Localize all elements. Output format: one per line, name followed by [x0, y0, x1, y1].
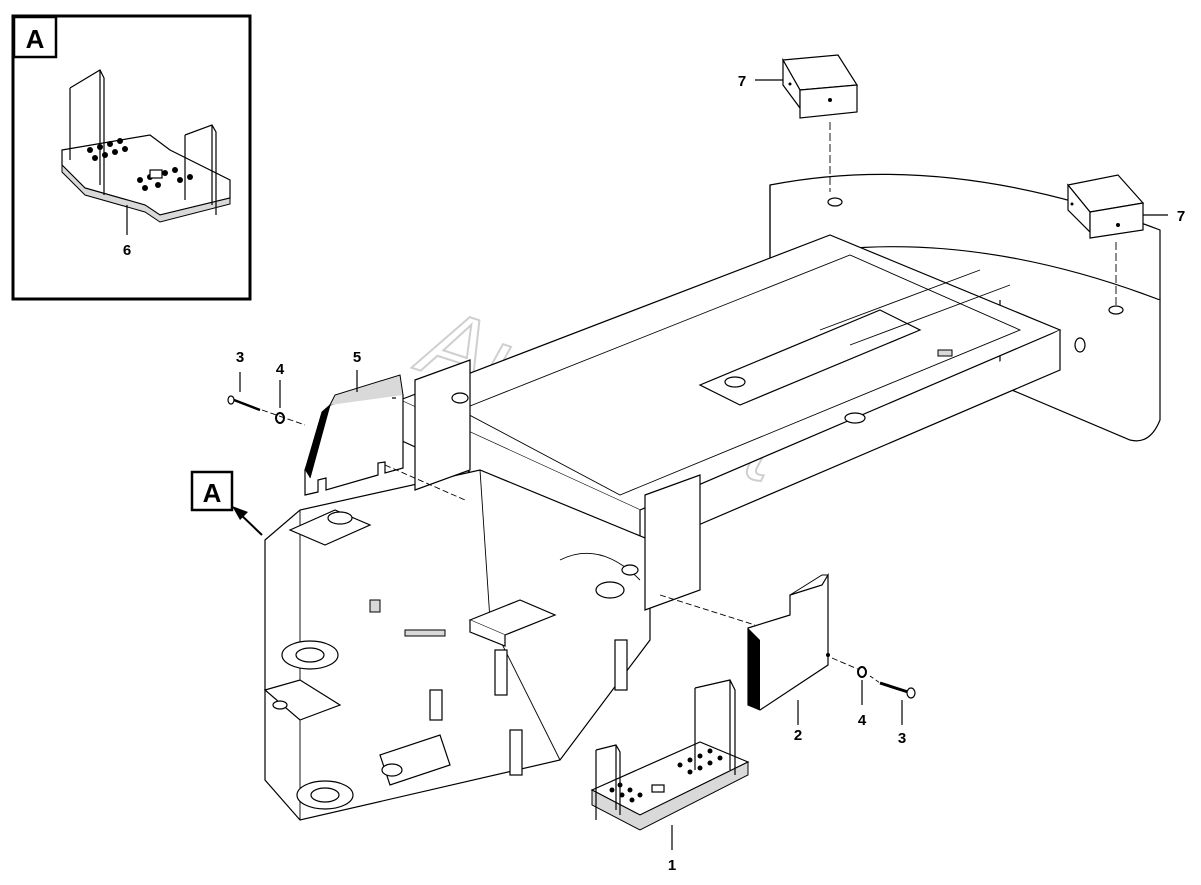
- washer-4-left: [275, 412, 285, 424]
- bolt-3-right: [879, 681, 916, 699]
- callout-4-left: 4: [276, 361, 285, 378]
- plate-part-5: [304, 374, 404, 496]
- view-label: A: [203, 478, 222, 508]
- bolt-3-left: [227, 395, 261, 412]
- block-part-7-top: [782, 54, 859, 119]
- callout-3-left: 3: [236, 349, 244, 366]
- detail-label: A: [26, 24, 45, 54]
- detail-inset-a: A 6: [11, 14, 252, 301]
- plate-part-2: [747, 572, 830, 711]
- callout-7-top: 7: [738, 73, 746, 90]
- callout-3-right: 3: [898, 730, 906, 747]
- callout-4-right: 4: [858, 712, 867, 729]
- block-part-7-right: [1066, 174, 1145, 239]
- callout-5: 5: [353, 349, 361, 366]
- step-holes: [609, 748, 723, 803]
- step-part-6: [61, 69, 231, 223]
- callout-2: 2: [794, 727, 802, 744]
- main-frame: [263, 234, 1062, 821]
- tread-holes: [87, 138, 193, 191]
- step-part-1: [590, 679, 750, 831]
- callout-6: 6: [123, 242, 131, 259]
- callout-7-right: 7: [1177, 208, 1185, 225]
- washer-4-right: [857, 666, 867, 678]
- view-marker-a: A: [190, 470, 263, 536]
- callout-1: 1: [668, 857, 676, 874]
